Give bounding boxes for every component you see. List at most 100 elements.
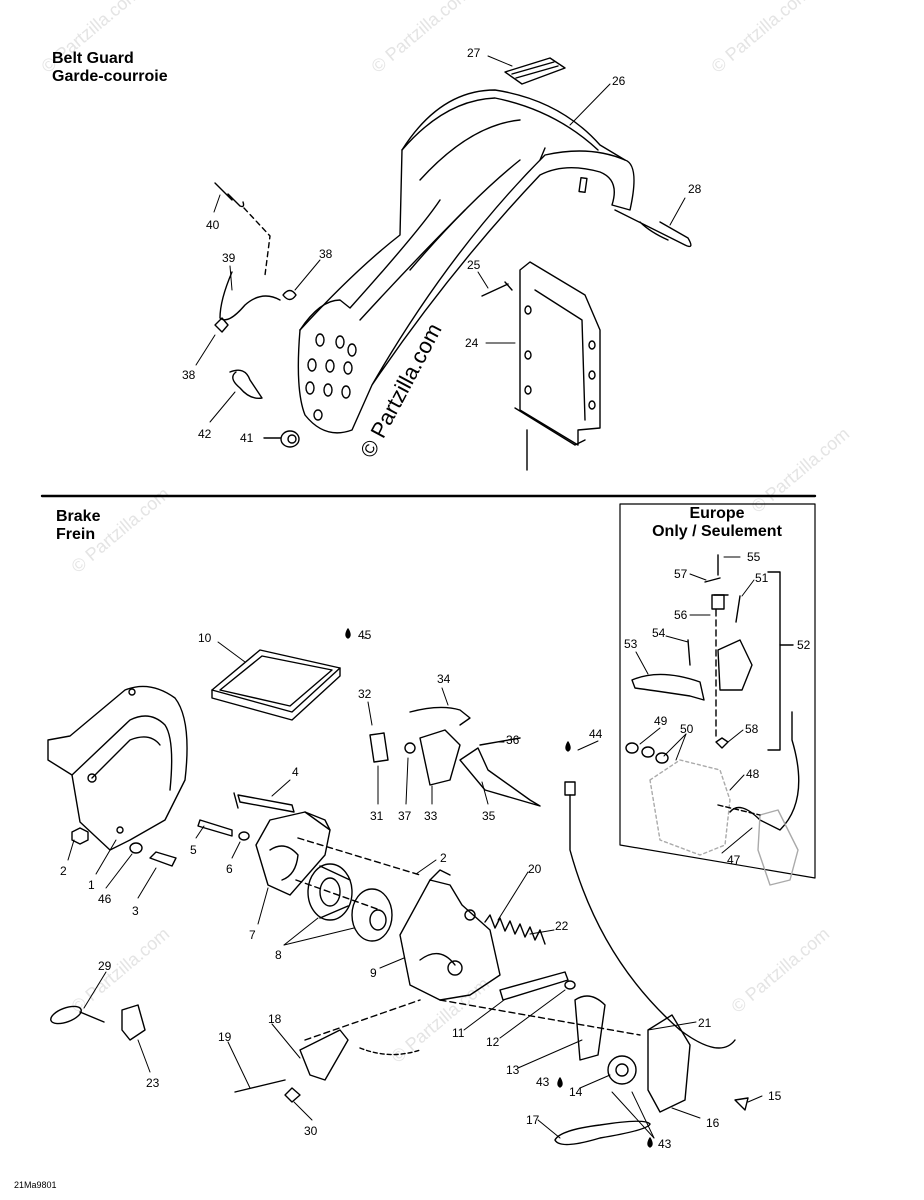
- callout-26: 26: [612, 74, 626, 88]
- callout-5: 5: [190, 843, 197, 857]
- callout-54: 54: [652, 626, 666, 640]
- lever-assembly-ghost: [649, 759, 731, 856]
- bracket-13: [574, 995, 606, 1061]
- screw-54: [687, 639, 691, 666]
- callout-31: 31: [370, 809, 384, 823]
- callout-45: 45: [358, 628, 372, 642]
- callout-17: 17: [526, 1113, 540, 1127]
- rod-11: [499, 971, 569, 1001]
- callout-57: 57: [674, 567, 688, 581]
- grease-drop-43: [557, 1077, 563, 1088]
- r-clip-42: [229, 369, 263, 399]
- callout-30: 30: [304, 1124, 318, 1138]
- bolt-4: [233, 792, 295, 813]
- callout-46: 46: [98, 892, 112, 906]
- callout-23: 23: [146, 1076, 160, 1090]
- callout-43: 43: [536, 1075, 550, 1089]
- housing-31: [369, 732, 389, 763]
- callout-10: 10: [198, 631, 212, 645]
- callout-leaders: [67, 55, 763, 1139]
- callout-2: 2: [60, 864, 67, 878]
- callout-4: 4: [292, 765, 299, 779]
- callout-40: 40: [206, 218, 220, 232]
- eyelet-38: [282, 289, 297, 301]
- sprocket-14: [607, 1055, 637, 1085]
- washer-6: [238, 831, 250, 841]
- caliper-7: [255, 811, 331, 896]
- brake-puck-8: [307, 863, 393, 942]
- callout-7: 7: [249, 928, 256, 942]
- callout-44: 44: [589, 727, 603, 741]
- callout-18: 18: [268, 1012, 282, 1026]
- callout-49: 49: [654, 714, 668, 728]
- washer-46: [129, 842, 143, 854]
- callout-41: 41: [240, 431, 254, 445]
- callout-34: 34: [437, 672, 451, 686]
- callout-35: 35: [482, 809, 496, 823]
- callout-28: 28: [688, 182, 702, 196]
- bracket-18: [299, 1029, 349, 1081]
- callout-14: 14: [569, 1085, 583, 1099]
- washer-37: [404, 742, 416, 754]
- belt-guard-26: [297, 89, 635, 434]
- brake-lever-35: [459, 747, 541, 807]
- callout-25: 25: [467, 258, 481, 272]
- grease-drop-43: [647, 1137, 653, 1148]
- screw-30: [284, 1087, 301, 1103]
- callout-38: 38: [319, 247, 333, 261]
- callout-39: 39: [222, 251, 236, 265]
- callout-37: 37: [398, 809, 412, 823]
- nut-2: [71, 827, 89, 845]
- callout-48: 48: [746, 767, 760, 781]
- spring-22: [484, 914, 546, 945]
- callout-15: 15: [768, 1089, 782, 1103]
- hairpin-28: [614, 209, 692, 248]
- callout-1: 1: [88, 878, 95, 892]
- callout-11: 11: [452, 1026, 465, 1040]
- clamp-assembly-52: [717, 639, 753, 691]
- nut-58: [715, 737, 729, 749]
- cable-tie-29: [50, 1005, 82, 1025]
- screw-25: [481, 281, 513, 297]
- callout-58: 58: [745, 722, 759, 736]
- caliper-housing-1: [47, 685, 188, 851]
- callout-6: 6: [226, 862, 233, 876]
- callout-51: 51: [755, 571, 769, 585]
- callout-36: 36: [506, 733, 520, 747]
- callout-43: 43: [658, 1137, 672, 1151]
- europe-only-title: Europe Only / Seulement: [652, 505, 782, 540]
- bracket-24: [514, 261, 601, 471]
- washers-49-50: [625, 742, 669, 764]
- knob-57: [704, 577, 729, 596]
- clip-15: [734, 1097, 749, 1111]
- brake-title: Brake Frein: [56, 508, 101, 543]
- callout-2: 2: [440, 851, 447, 865]
- guard-16: [647, 1014, 691, 1113]
- band-17: [554, 1120, 651, 1146]
- callout-16: 16: [706, 1116, 720, 1130]
- push-rod-19: [234, 1079, 286, 1093]
- callout-55: 55: [747, 550, 761, 564]
- callout-21: 21: [698, 1016, 712, 1030]
- callout-22: 22: [555, 919, 569, 933]
- grease-drop-45: [345, 628, 351, 639]
- callout-3: 3: [132, 904, 139, 918]
- callout-27: 27: [467, 46, 481, 60]
- bolt-3: [149, 851, 177, 867]
- callout-29: 29: [98, 959, 112, 973]
- bolt-5: [197, 819, 233, 837]
- callout-20: 20: [528, 862, 542, 876]
- callout-12: 12: [486, 1035, 500, 1049]
- europe-box: [619, 503, 816, 879]
- callout-52: 52: [797, 638, 811, 652]
- guard-47: [757, 809, 799, 886]
- callout-42: 42: [198, 427, 212, 441]
- callout-19: 19: [218, 1030, 232, 1044]
- pin-51: [735, 595, 741, 623]
- callout-32: 32: [358, 687, 372, 701]
- callout-13: 13: [506, 1063, 520, 1077]
- lever-53: [631, 673, 705, 701]
- callout-53: 53: [624, 637, 638, 651]
- brake-cable-20: [569, 794, 736, 1049]
